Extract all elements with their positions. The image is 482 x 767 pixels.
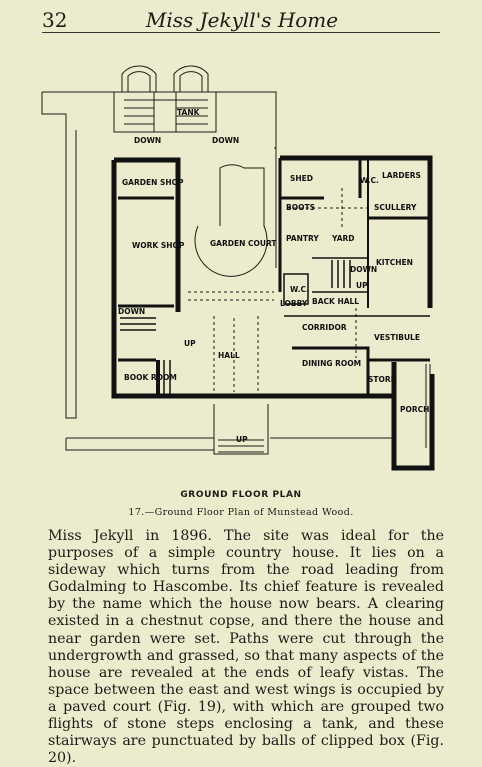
page-number: 32 [42, 8, 68, 32]
body-paragraph: Miss Jekyll in 1896. The site was ideal … [48, 528, 444, 767]
label-garden-shop: GARDEN SHOP [122, 178, 184, 187]
label-porch: PORCH [400, 405, 429, 414]
running-title: Miss Jekyll's Home [145, 8, 339, 32]
garden-court [194, 164, 268, 277]
label-corridor: CORRIDOR [302, 323, 347, 332]
label-garden-court: GARDEN COURT [210, 239, 277, 248]
label-up-front: UP [236, 435, 248, 444]
label-boots: BOOTS [286, 203, 315, 212]
tank-steps [113, 65, 217, 133]
label-scullery: SCULLERY [374, 203, 417, 212]
plan-title: GROUND FLOOR PLAN [180, 490, 302, 500]
front-steps [213, 404, 269, 455]
label-pantry: PANTRY [286, 234, 319, 243]
label-book-room: BOOK ROOM [124, 373, 177, 382]
label-down-right: DOWN [212, 136, 239, 145]
label-wc-1: W.C. [360, 176, 379, 185]
porch-walls [391, 362, 435, 471]
label-down-left: DOWN [134, 136, 161, 145]
terrace-west [41, 92, 77, 419]
page-header: 32 Miss Jekyll's Home [42, 6, 442, 34]
ground-floor-plan: TANK DOWN DOWN SHED W.C. LARDERS BOOTS S… [41, 65, 435, 471]
label-up-hall: UP [184, 339, 196, 348]
label-kitchen: KITCHEN [376, 258, 413, 267]
label-wc-2: W.C. [290, 285, 309, 294]
label-lobby: LOBBY [280, 299, 308, 308]
label-vestibule: VESTIBULE [374, 333, 420, 342]
label-yard: YARD [331, 234, 355, 243]
label-hall: HALL [218, 351, 240, 360]
east-wing-walls [280, 155, 433, 308]
label-down-shop: DOWN [118, 307, 145, 316]
label-larders: LARDERS [382, 171, 421, 180]
label-up-yard: UP [356, 281, 368, 290]
label-down-yard: DOWN [350, 265, 377, 274]
label-store: STORE [368, 375, 396, 384]
label-work-shop: WORK SHOP [132, 241, 185, 250]
label-back-hall: BACK HALL [312, 297, 359, 306]
label-shed: SHED [290, 174, 313, 183]
label-tank: TANK [177, 108, 201, 117]
label-dining-room: DINING ROOM [302, 359, 361, 368]
figure-caption: 17.—Ground Floor Plan of Munstead Wood. [128, 507, 354, 518]
header-rule [42, 32, 440, 33]
